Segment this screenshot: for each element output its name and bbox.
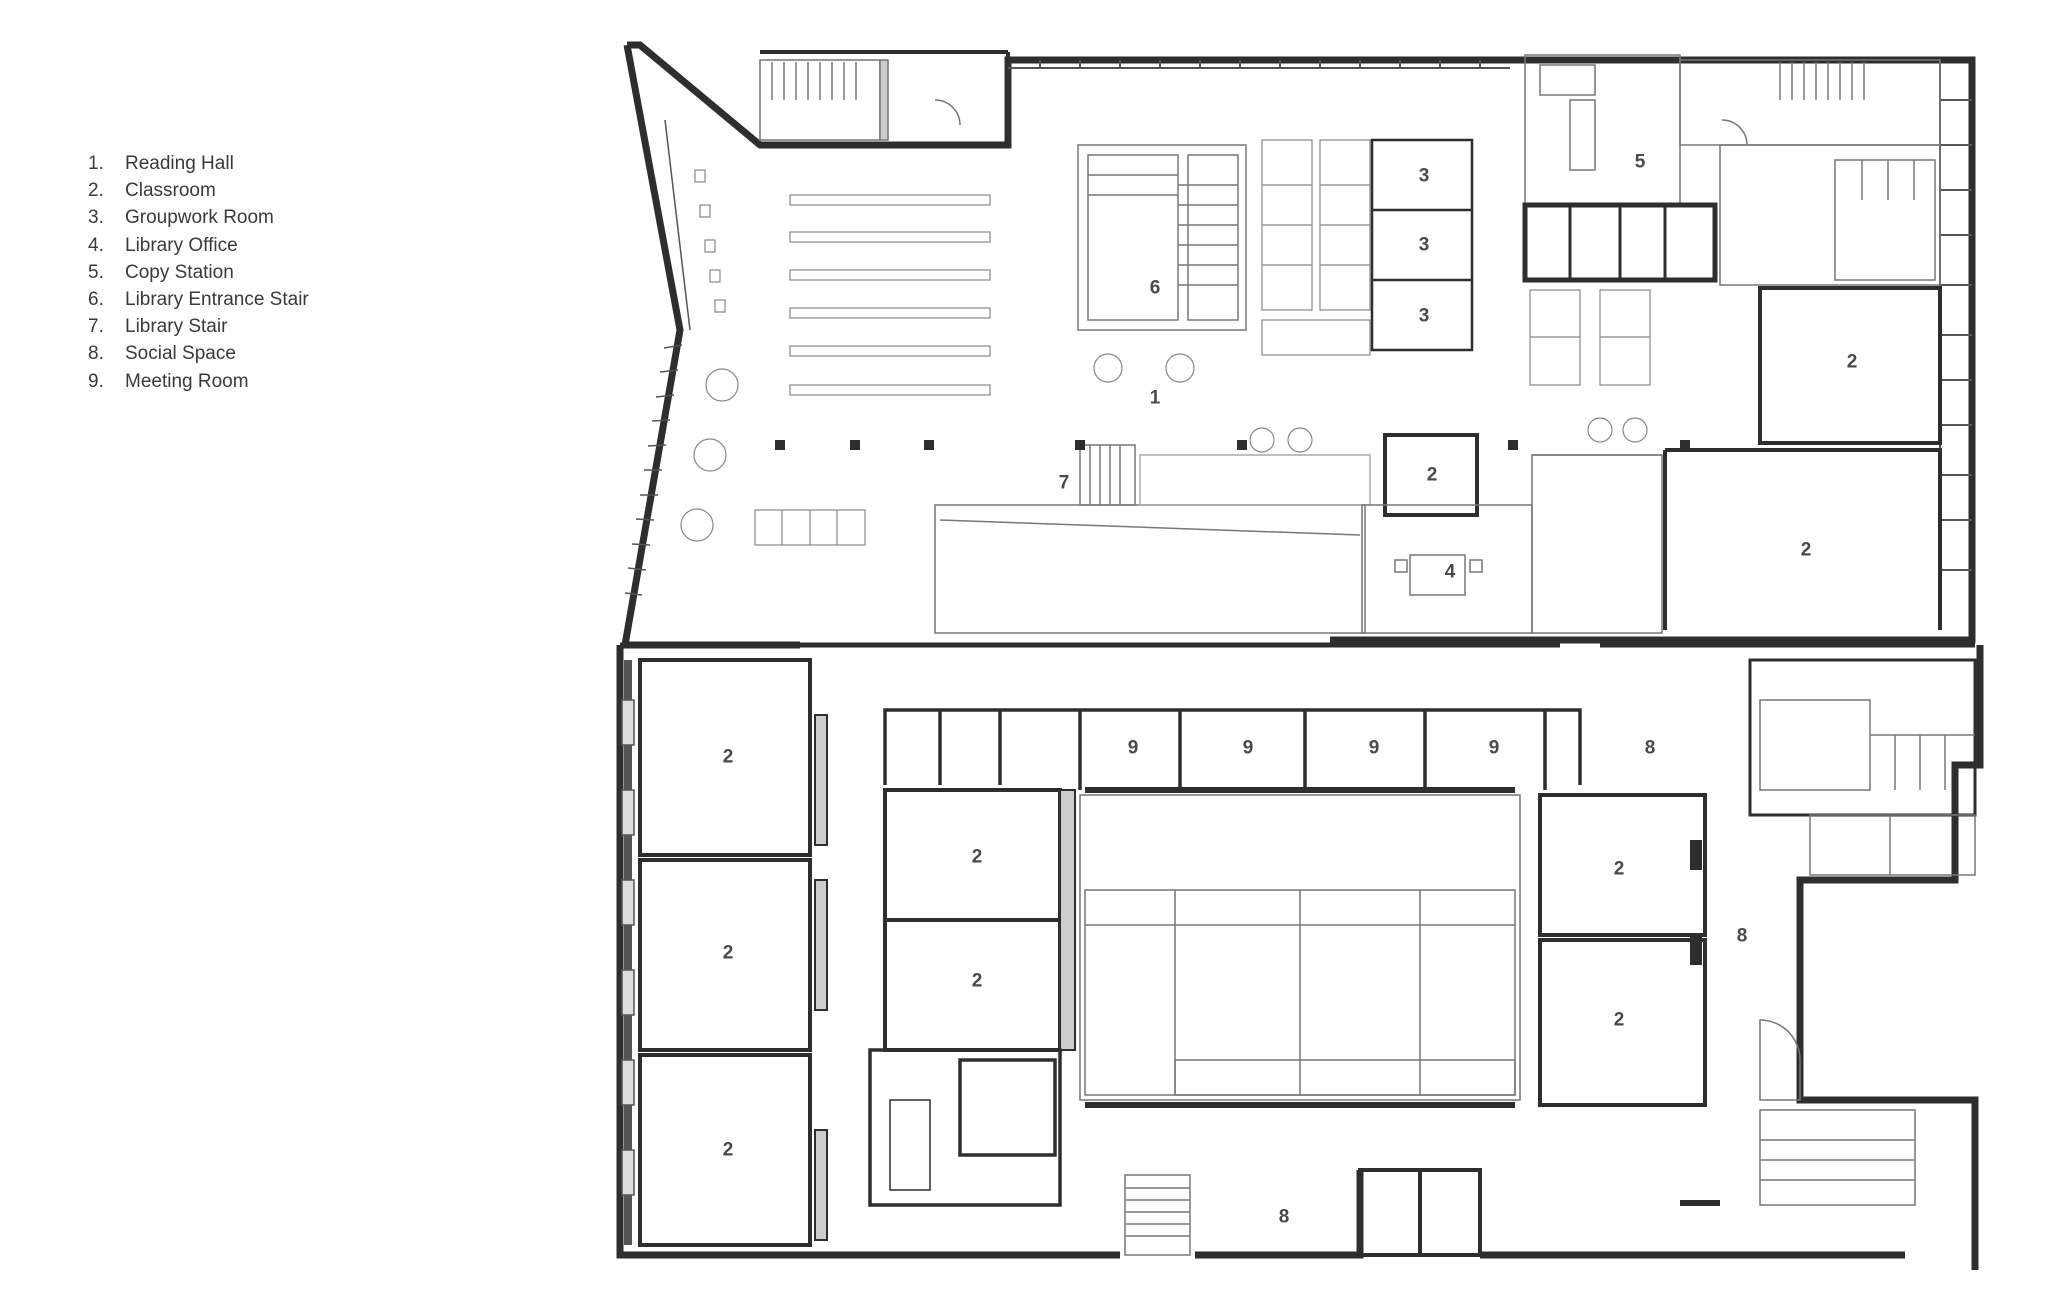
outer-walls xyxy=(616,41,1984,1270)
room-label-copy-station: 5 xyxy=(1635,152,1646,173)
upper-stair-right xyxy=(1679,59,1941,146)
bookshelves xyxy=(789,194,991,396)
room-label-social-space: 8 xyxy=(1737,926,1748,947)
plan-linework xyxy=(616,41,1984,1270)
room-label-meeting-room: 9 xyxy=(1243,738,1254,759)
legend-item: 1.Reading Hall xyxy=(88,153,234,174)
room-label-groupwork: 3 xyxy=(1419,306,1430,327)
entrance-stair xyxy=(1077,144,1247,331)
copy-station xyxy=(1522,54,1718,283)
left-classrooms xyxy=(624,658,828,1247)
room-label-groupwork: 3 xyxy=(1419,235,1430,256)
legend-item: 6.Library Entrance Stair xyxy=(88,288,309,310)
room-label-classroom: 2 xyxy=(1614,859,1625,880)
room-label-social-space: 8 xyxy=(1645,738,1656,759)
legend-item: 3.Groupwork Room xyxy=(88,207,274,229)
right-wall-windows xyxy=(1939,60,1972,630)
room-label-classroom: 2 xyxy=(972,971,983,992)
groupwork-rooms xyxy=(1370,138,1474,352)
room-label-social-space: 8 xyxy=(1279,1207,1290,1228)
room-label-library-office: 4 xyxy=(1445,562,1456,583)
legend-item: 7.Library Stair xyxy=(88,316,228,338)
room-label-classroom: 2 xyxy=(723,1140,734,1161)
restrooms-lower xyxy=(1748,658,1977,876)
upper-stair-left xyxy=(759,59,961,141)
room-label-classroom: 2 xyxy=(1427,465,1438,486)
legend-item: 8.Social Space xyxy=(88,343,236,365)
columns xyxy=(775,440,1690,450)
room-label-library-stair: 7 xyxy=(1059,473,1070,494)
room-labels: 1 2 2 2 2 2 2 2 2 2 2 2 3 3 3 4 5 6 7 8 … xyxy=(723,152,1858,1228)
stairwell-lower xyxy=(868,1048,1062,1207)
room-label-classroom: 2 xyxy=(723,943,734,964)
library-stair xyxy=(934,444,1371,634)
room-label-entrance-stair: 6 xyxy=(1150,278,1161,299)
perimeter-seats xyxy=(680,169,739,542)
room-label-meeting-room: 9 xyxy=(1369,738,1380,759)
entrance-stairs-bottom xyxy=(1124,1174,1191,1256)
right-classrooms xyxy=(1538,793,1707,1107)
lower-right-stair xyxy=(1680,1019,1916,1206)
legend-item: 9.Meeting Room xyxy=(88,370,249,392)
room-label-meeting-room: 9 xyxy=(1128,738,1139,759)
legend: 1.Reading Hall 2.Classroom 3.Groupwork R… xyxy=(88,150,309,395)
room-label-classroom: 2 xyxy=(972,847,983,868)
top-wall-windows xyxy=(1008,60,1510,69)
room-label-reading-hall: 1 xyxy=(1150,388,1161,409)
study-tables xyxy=(754,139,1651,546)
middle-classrooms xyxy=(883,788,1076,1052)
courtyard xyxy=(1079,787,1521,1108)
legend-item: 4.Library Office xyxy=(88,234,238,256)
restrooms-upper xyxy=(1719,119,1941,286)
meeting-rooms xyxy=(883,708,1582,790)
legend-item: 2.Classroom xyxy=(88,180,216,202)
room-label-meeting-room: 9 xyxy=(1489,738,1500,759)
library-classrooms xyxy=(1663,286,1942,630)
room-label-classroom: 2 xyxy=(1847,352,1858,373)
room-label-groupwork: 3 xyxy=(1419,166,1430,187)
left-wall-piers xyxy=(621,699,635,1196)
room-label-classroom: 2 xyxy=(1614,1010,1625,1031)
elevators-bottom xyxy=(1358,1168,1482,1257)
room-label-classroom: 2 xyxy=(1801,540,1812,561)
facade-mullions xyxy=(624,119,691,596)
room-label-classroom: 2 xyxy=(723,747,734,768)
library-office xyxy=(1361,433,1663,634)
legend-item: 5.Copy Station xyxy=(88,261,234,283)
